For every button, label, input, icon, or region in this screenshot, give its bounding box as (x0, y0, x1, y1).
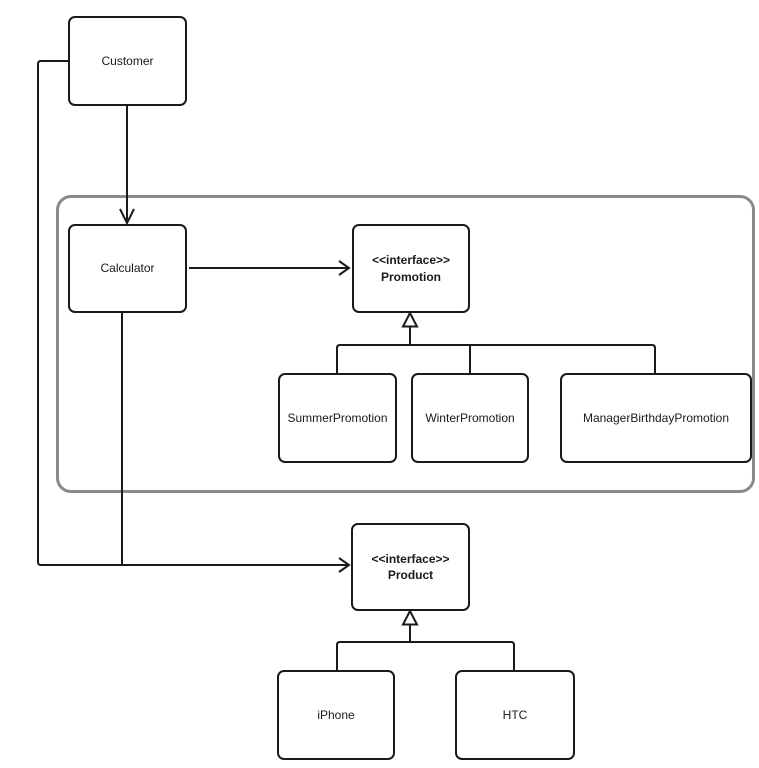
arrowhead-into-product (338, 557, 351, 573)
promotion-tree-rail (336, 344, 656, 373)
product-tree-rail (336, 641, 515, 670)
class-label: WinterPromotion (425, 410, 515, 425)
class-label: iPhone (317, 707, 355, 722)
promotion-group-frame (56, 195, 755, 493)
arrowhead-into-calculator (119, 208, 135, 226)
class-label: Customer (101, 53, 154, 68)
generalization-triangle-promotion (401, 310, 419, 328)
generalization-triangle-product (401, 608, 419, 626)
class-label: SummerPromotion (287, 410, 388, 425)
interface-node-product: <<interface>> Product (351, 523, 470, 611)
class-node-manager-birthday-promotion: ManagerBirthdayPromotion (560, 373, 752, 463)
class-node-winter-promotion: WinterPromotion (411, 373, 529, 463)
class-label: Promotion (381, 269, 441, 284)
class-label: Product (387, 568, 434, 582)
class-label: ManagerBirthdayPromotion (582, 410, 730, 425)
class-node-htc: HTC (455, 670, 575, 760)
class-node-customer: Customer (68, 16, 187, 106)
edge-customer-product (37, 60, 347, 566)
class-label: Calculator (100, 261, 155, 276)
stereotype-label: <<interface>> (371, 551, 450, 566)
arrowhead-into-promotion (338, 260, 351, 276)
class-node-summer-promotion: SummerPromotion (278, 373, 397, 463)
interface-node-promotion: <<interface>> Promotion (352, 224, 470, 313)
class-node-iphone: iPhone (277, 670, 395, 760)
class-node-calculator: Calculator (68, 224, 187, 313)
class-label: HTC (502, 707, 528, 722)
stereotype-label: <<interface>> (371, 253, 451, 268)
